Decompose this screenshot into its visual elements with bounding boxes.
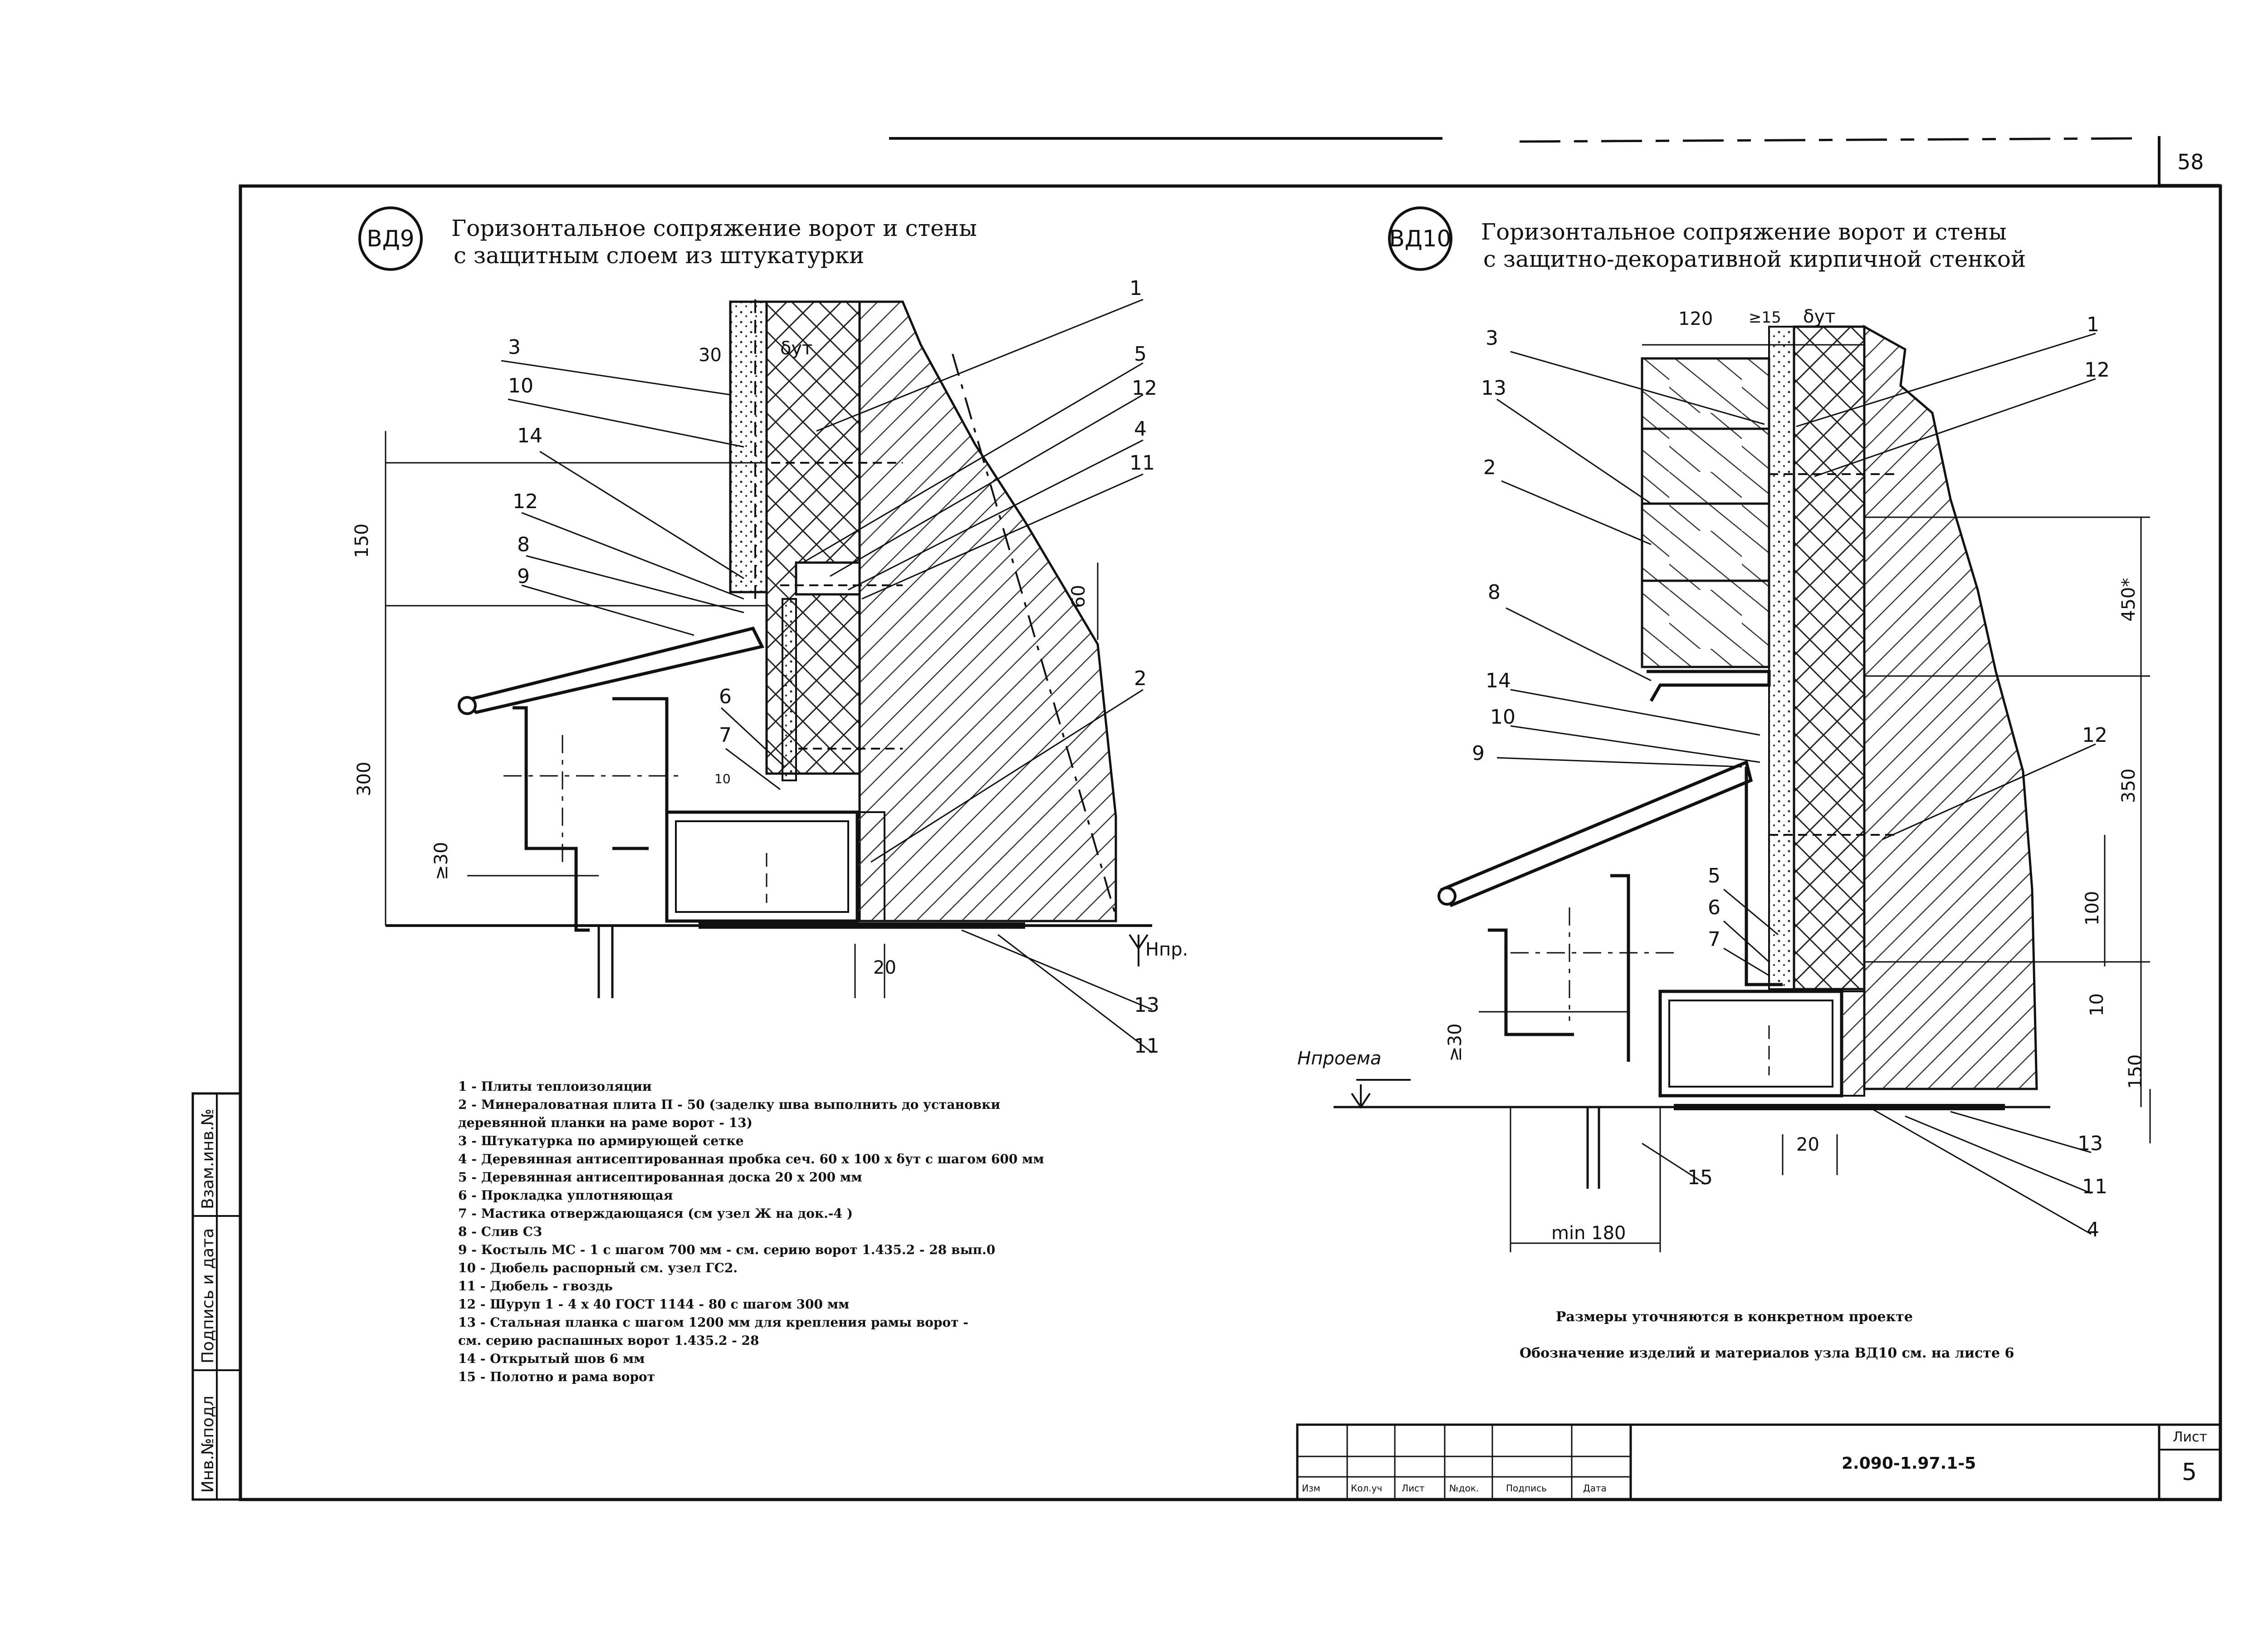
callout-number: 4: [2087, 1218, 2099, 1241]
dimension-label: 10: [714, 771, 731, 786]
dimension-label: 100: [2082, 891, 2103, 926]
detail-title-vd10-line1: Горизонтальное сопряжение ворот и стены: [1481, 219, 2007, 245]
note-dimensions: Размеры уточняются в конкретном проекте: [1556, 1309, 1913, 1325]
callout-number: 7: [1708, 928, 1721, 951]
legend-item: 1 - Плиты теплоизоляции: [458, 1079, 652, 1094]
dimension-label: 150: [2125, 1054, 2146, 1089]
sheet-number: 5: [2182, 1459, 2197, 1486]
dimension-label: 20: [1796, 1134, 1819, 1155]
dimension-label: 300: [354, 761, 375, 796]
callout-number: 14: [1486, 669, 1511, 692]
callout-number: 4: [1134, 417, 1147, 441]
legend-item: 10 - Дюбель распорный см. узел ГС2.: [458, 1260, 738, 1275]
detail-title-vd9-line1: Горизонтальное сопряжение ворот и стены: [451, 215, 977, 241]
callout-number: 5: [1134, 343, 1147, 366]
sheet-label: Лист: [2173, 1429, 2208, 1445]
legend-item: 11 - Дюбель - гвоздь: [458, 1279, 613, 1294]
side-stamp-sign: Подпись и дата: [199, 1228, 217, 1363]
note-materials: Обозначение изделий и материалов узла ВД…: [1520, 1345, 2014, 1361]
dimension-label: 120: [1678, 309, 1713, 329]
dimension-label: 30: [699, 345, 722, 366]
callout-number: 7: [719, 724, 732, 747]
callout-number: 13: [1481, 377, 1506, 400]
callout-number: 1: [2087, 313, 2099, 336]
sheet-frame: [191, 136, 2222, 1501]
detail-vd9-drawing: [385, 299, 1153, 1054]
legend-item: 15 - Полотно и рама ворот: [458, 1369, 655, 1384]
dimension-label: min 180: [1551, 1223, 1626, 1244]
legend-item: 6 - Прокладка уплотняющая: [458, 1188, 673, 1203]
callout-number: 3: [1486, 327, 1498, 350]
level-label-hproema: Нпроема: [1297, 1048, 1382, 1069]
legend-item: 12 - Шуруп 1 - 4 х 40 ГОСТ 1144 - 80 с ш…: [458, 1297, 850, 1312]
callout-number: 8: [1488, 581, 1501, 604]
callout-number: 3: [508, 336, 521, 359]
side-stamp-vzam: Взам.инв.№: [199, 1108, 217, 1209]
stamp-header: Дата: [1583, 1483, 1607, 1494]
stamp-header: Подпись: [1506, 1483, 1547, 1494]
stamp-header: Изм: [1302, 1483, 1320, 1494]
stamp-header: №док.: [1449, 1483, 1479, 1494]
level-label-hpr: Нпр.: [1145, 939, 1188, 960]
dimension-label: 20: [873, 957, 896, 978]
callout-number: 11: [1134, 1034, 1159, 1058]
detail-title-vd9-line2: с защитным слоем из штукатурки: [454, 242, 865, 269]
dimension-label: ≥15: [1749, 309, 1781, 327]
callout-number: 12: [2082, 724, 2107, 747]
callout-number: 14: [517, 424, 543, 447]
side-stamp-inv: Инв.№подл: [199, 1395, 217, 1493]
callout-number: 6: [1708, 896, 1721, 919]
detail-vd10-drawing: [1334, 324, 2151, 1252]
legend-item: 13 - Стальная планка с шагом 1200 мм для…: [458, 1315, 968, 1330]
dimension-label: δут: [780, 338, 813, 359]
callout-number: 6: [719, 685, 732, 708]
callout-number: 11: [2082, 1175, 2107, 1198]
legend-item: 3 - Штукатурка по армирующей сетке: [458, 1133, 744, 1148]
stamp-header: Кол.уч: [1351, 1483, 1383, 1494]
callout-number: 5: [1708, 864, 1721, 887]
dimension-label: ≥30: [1445, 1023, 1466, 1062]
callout-number: 13: [2077, 1132, 2103, 1155]
dimension-label: δут: [1803, 306, 1836, 327]
callout-number: 2: [1483, 456, 1496, 479]
legend-item: см. серию распашных ворот 1.435.2 - 28: [458, 1333, 759, 1348]
legend-item: 14 - Открытый шов 6 мм: [458, 1351, 645, 1366]
legend-item: 8 - Слив СЗ: [458, 1224, 543, 1239]
callout-number: 8: [517, 533, 530, 556]
legend-item: 2 - Минераловатная плита П - 50 (заделку…: [458, 1097, 1001, 1112]
legend-list: 1 - Плиты теплоизоляции 2 - Минераловатн…: [458, 1078, 1044, 1386]
legend-item: 9 - Костыль МС - 1 с шагом 700 мм - см. …: [458, 1242, 996, 1257]
callout-number: 1: [1129, 277, 1142, 300]
dimension-label: 350: [2118, 768, 2139, 803]
document-code: 2.090-1.97.1-5: [1842, 1454, 1976, 1473]
callout-number: 12: [513, 490, 538, 513]
callout-number: 15: [1687, 1166, 1713, 1189]
dimension-label: 150: [352, 523, 372, 558]
callout-number: 11: [1129, 451, 1155, 475]
dimension-label: 60: [1068, 585, 1089, 608]
callout-number: 2: [1134, 667, 1147, 690]
dimension-label: 450*: [2118, 578, 2139, 622]
page-number: 58: [2177, 150, 2204, 174]
dimension-label: ≥30: [431, 842, 452, 880]
callout-number: 12: [2084, 358, 2110, 382]
detail-badge-vd9: ВД9: [358, 206, 423, 271]
callout-number: 9: [517, 565, 530, 588]
callout-number: 10: [1490, 706, 1515, 729]
legend-item: 5 - Деревянная антисептированная доска 2…: [458, 1170, 862, 1185]
callout-number: 13: [1134, 994, 1159, 1017]
callout-number: 10: [508, 374, 533, 397]
dimension-label: 10: [2087, 993, 2107, 1016]
callout-number: 9: [1472, 742, 1485, 765]
detail-badge-vd10: ВД10: [1388, 206, 1452, 271]
legend-item: 7 - Мастика отверждающаяся (см узел Ж на…: [458, 1206, 853, 1221]
stamp-header: Лист: [1402, 1483, 1425, 1494]
detail-title-vd10-line2: с защитно-декоративной кирпичной стенкой: [1483, 246, 2026, 272]
callout-number: 12: [1132, 377, 1157, 400]
legend-item: деревянной планки на раме ворот - 13): [458, 1115, 753, 1130]
legend-item: 4 - Деревянная антисептированная пробка …: [458, 1152, 1044, 1167]
